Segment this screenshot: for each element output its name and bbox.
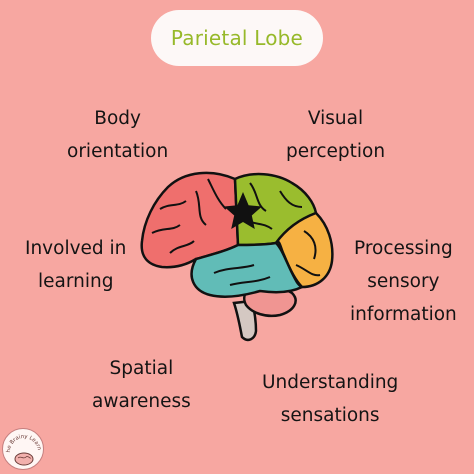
- label-involved-in-learning: Involved in learning: [25, 232, 126, 298]
- label-understanding-sensations-line-2: sensations: [280, 405, 380, 426]
- temporal-lobe: [190, 241, 305, 298]
- page-title: Parietal Lobe: [170, 26, 304, 50]
- brain-svg: [140, 171, 334, 342]
- label-processing-sensory-information: Processing sensory information: [350, 232, 457, 331]
- logo-text: The Brainy Learner: [3, 429, 42, 453]
- label-visual-perception-line-1: Visual: [307, 108, 364, 129]
- label-visual-perception-line-2: perception: [286, 141, 386, 162]
- label-processing-sensory-information-line-1: Processing: [353, 238, 453, 259]
- star-icon: [224, 192, 262, 229]
- label-involved-in-learning-line-2: learning: [37, 271, 114, 292]
- label-processing-sensory-information-line-3: information: [350, 304, 457, 325]
- title-pill: Parietal Lobe: [151, 10, 323, 66]
- occipital-gyri-lines: [295, 230, 321, 277]
- label-understanding-sensations: Understanding sensations: [262, 366, 398, 432]
- label-body-orientation: Body orientation: [67, 102, 168, 168]
- label-involved-in-learning-line-1: Involved in: [25, 238, 127, 259]
- brain-illustration: [130, 165, 340, 345]
- label-understanding-sensations-line-1: Understanding: [262, 372, 399, 393]
- label-body-orientation-line-2: orientation: [67, 141, 169, 162]
- label-visual-perception: Visual perception: [286, 102, 385, 168]
- label-spatial-awareness-line-1: Spatial: [109, 358, 174, 379]
- label-spatial-awareness-line-2: awareness: [92, 391, 191, 412]
- brand-logo: The Brainy Learner: [2, 428, 44, 470]
- frontal-gyri-lines: [151, 178, 227, 254]
- svg-text:The Brainy Learner: The Brainy Learner: [3, 429, 42, 453]
- label-processing-sensory-information-line-2: sensory: [367, 271, 440, 292]
- temporal-gyri-lines: [213, 264, 271, 286]
- logo-brain-icon: [14, 452, 34, 466]
- label-spatial-awareness: Spatial awareness: [92, 352, 191, 418]
- label-body-orientation-line-1: Body: [94, 108, 141, 129]
